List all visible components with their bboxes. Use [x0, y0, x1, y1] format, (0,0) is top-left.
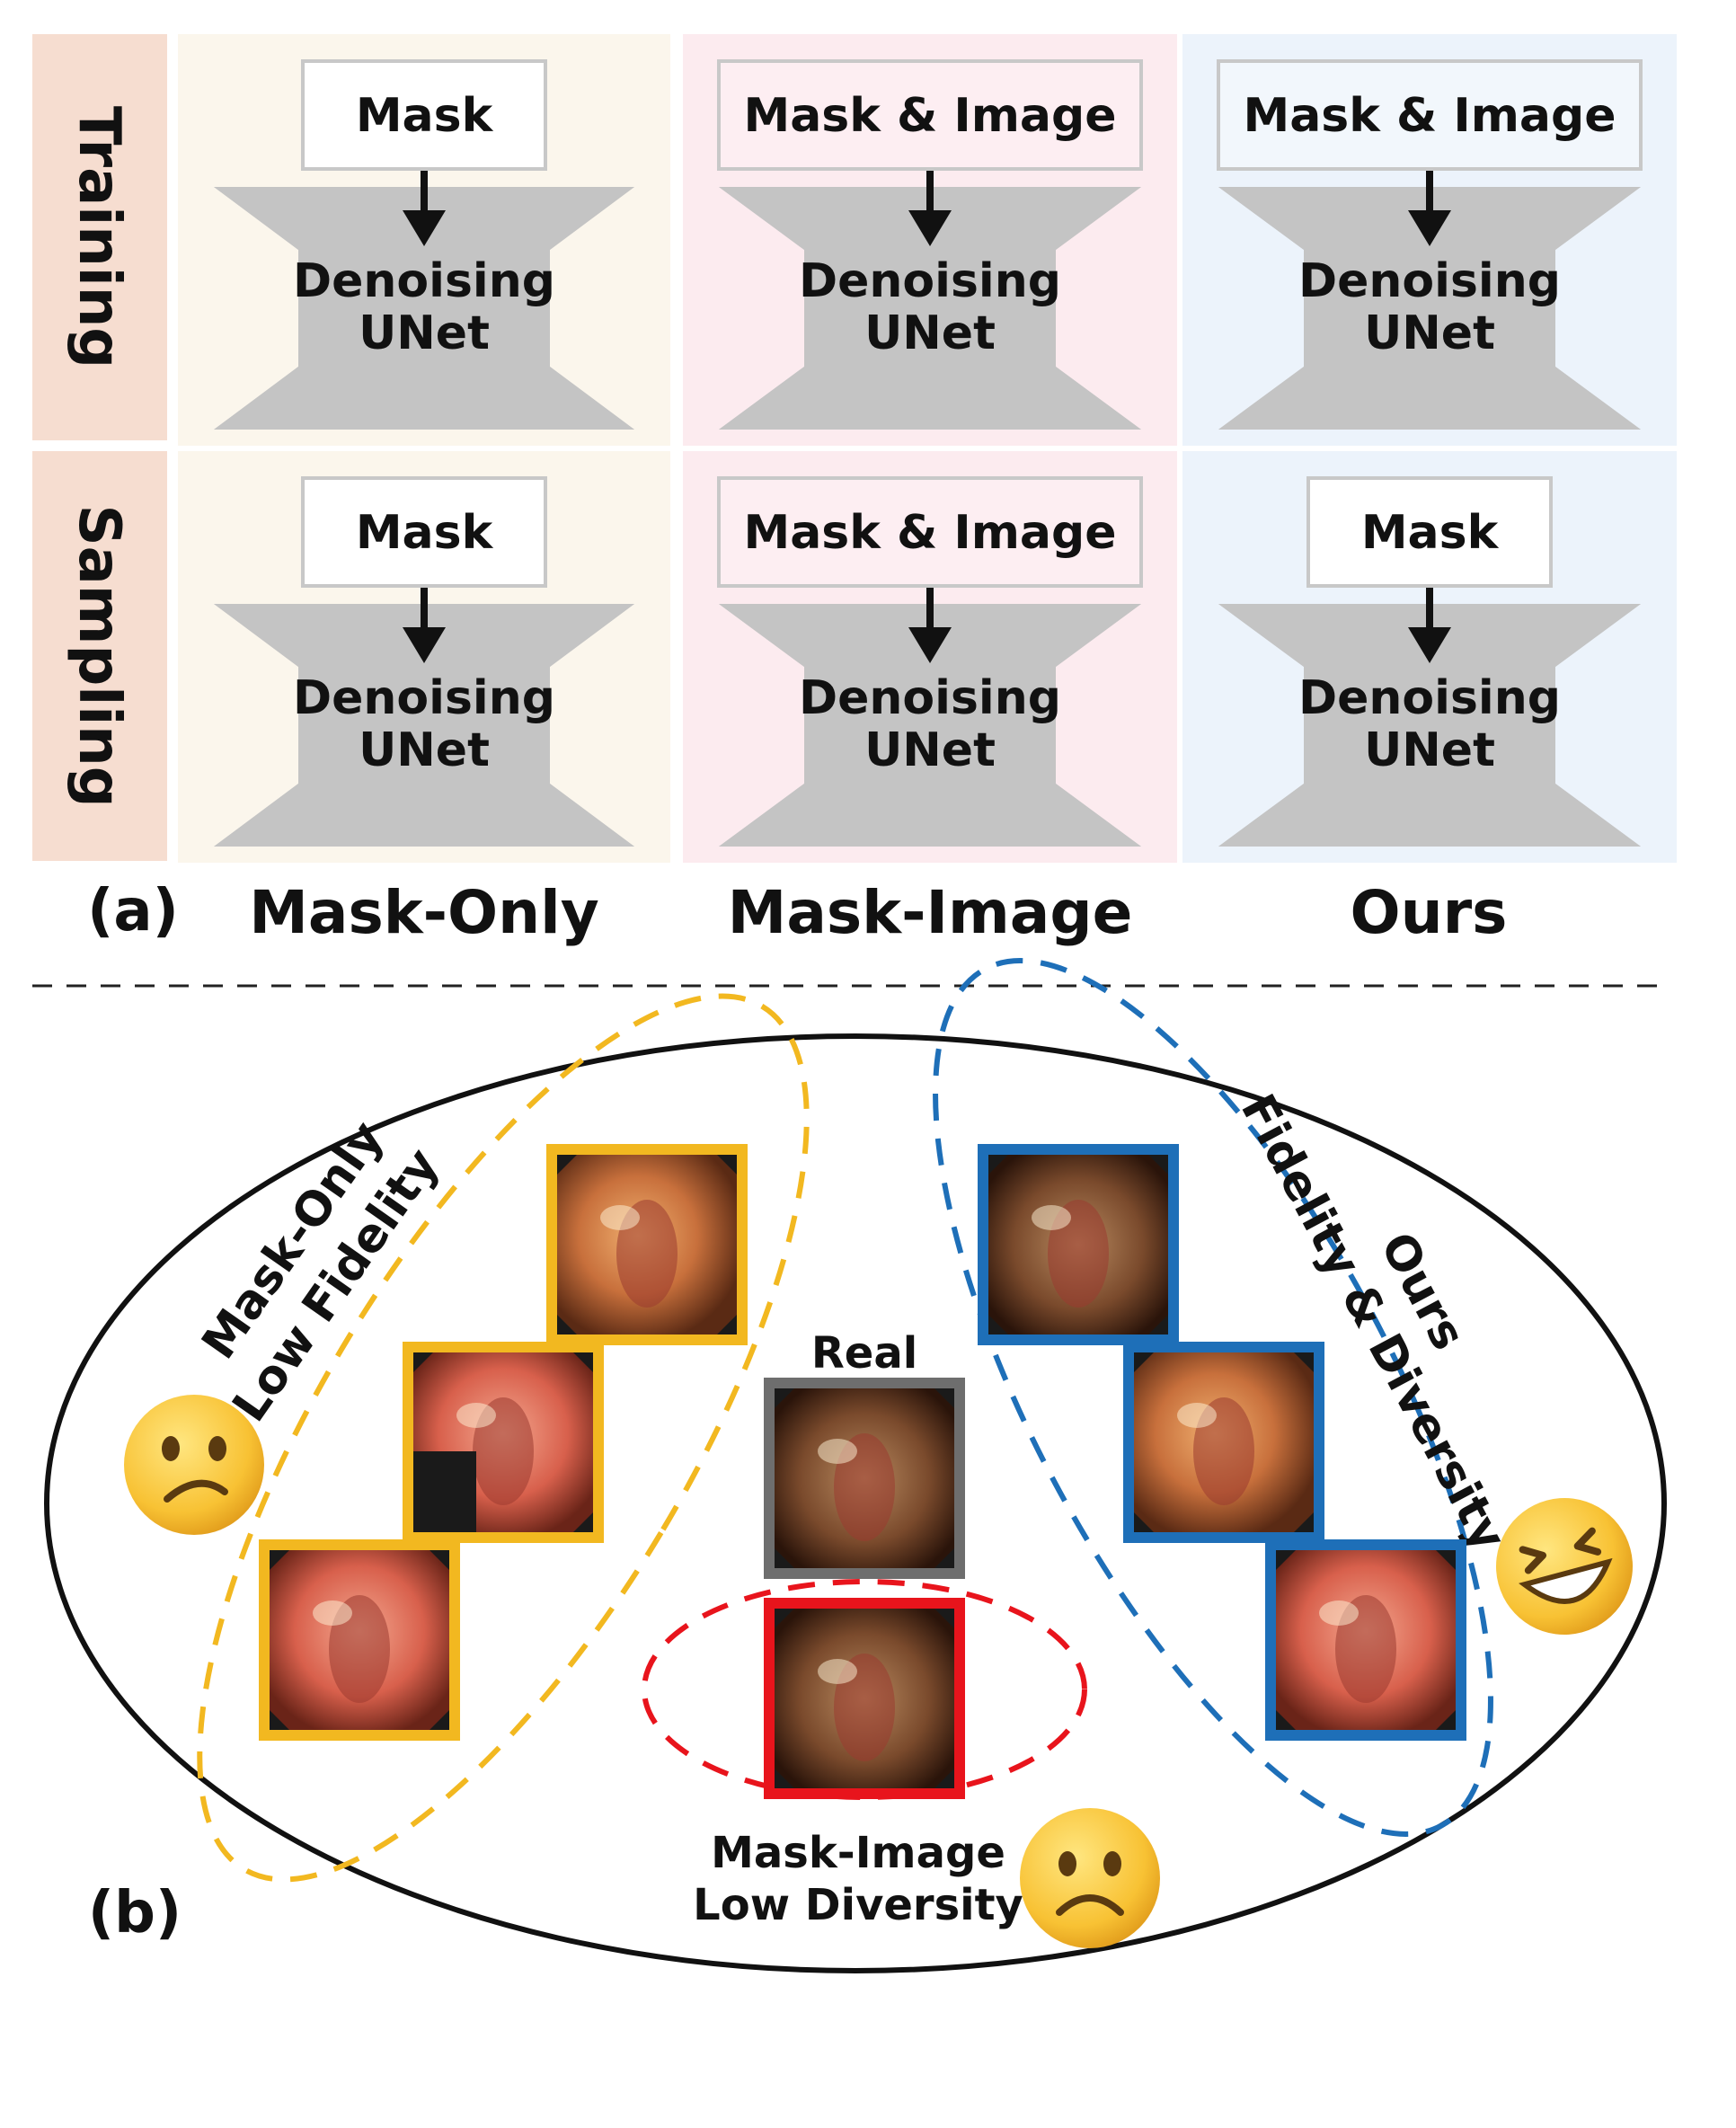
row-label-bg-training: [32, 34, 167, 440]
input-label-sampling-mask-image: Mask & Image: [743, 506, 1116, 560]
unet-label-line1: Denoising: [799, 254, 1061, 308]
mask-only-sample-3: [259, 1539, 460, 1741]
unet-label-line2: UNet: [1364, 723, 1495, 777]
column-name-mask-only: Mask-Only: [249, 878, 599, 947]
input-label-sampling-ours: Mask: [1361, 506, 1500, 560]
ours-sample-1: [978, 1144, 1179, 1345]
unet-label-line1: Denoising: [293, 671, 555, 725]
input-box-sampling-mask-only: [301, 476, 547, 588]
column-name-mask-image: Mask-Image: [728, 878, 1133, 947]
row-label-bg-sampling: [32, 451, 167, 861]
unet-body-training-ours: [1218, 187, 1641, 430]
panel-b: Mask-Only Low Fidelity Ours Fidelity & D…: [44, 958, 1667, 1973]
panel-a: Training Sampling DenoisingUNetMaskDenoi…: [32, 34, 1677, 947]
input-label-training-mask-image: Mask & Image: [743, 89, 1116, 143]
input-label-training-ours: Mask & Image: [1243, 89, 1616, 143]
real-label: Real: [811, 1328, 917, 1379]
unet-label-line1: Denoising: [1298, 254, 1561, 308]
frowning-face-icon: [1020, 1808, 1160, 1948]
unet-label-line1: Denoising: [799, 671, 1061, 725]
input-box-sampling-mask-image: [717, 476, 1143, 588]
method-cells: DenoisingUNetMaskDenoisingUNetMaskDenois…: [178, 34, 1677, 863]
input-label-training-mask-only: Mask: [356, 89, 494, 143]
mask-image-dashed-outline: [642, 1579, 1087, 1800]
row-label-training: Training: [66, 106, 132, 368]
ours-sample-2: [1123, 1342, 1324, 1543]
mask-only-sample-2: [403, 1342, 604, 1543]
panel-a-label: (a): [87, 878, 179, 944]
mask-image-sub-label: Low Diversity: [693, 1880, 1023, 1930]
unet-body-sampling-mask-image: [719, 604, 1141, 847]
grinning-squinting-face-icon: [1496, 1498, 1633, 1635]
arrow-head: [403, 210, 446, 246]
thumbnails: [259, 1144, 1466, 1799]
ours-sample-3: [1265, 1539, 1466, 1741]
row-label-sampling: Sampling: [66, 504, 132, 807]
unet-label-line1: Denoising: [293, 254, 555, 308]
unet-body-training-mask-only: [214, 187, 634, 430]
unet-label-line1: Denoising: [1298, 671, 1561, 725]
real-sample: [764, 1378, 965, 1579]
column-name-ours: Ours: [1351, 878, 1508, 947]
unet-label-line2: UNet: [359, 306, 490, 360]
unet-label-line2: UNet: [1364, 306, 1495, 360]
unet-body-sampling-mask-only: [214, 604, 634, 847]
arrow-head: [403, 627, 446, 663]
unet-label-line2: UNet: [864, 306, 996, 360]
input-box-training-mask-only: [301, 59, 547, 171]
arrow-head: [908, 627, 952, 663]
mask-only-dashed-outline: [197, 993, 810, 1883]
arrow-head: [1408, 627, 1451, 663]
ours-dashed-outline: [933, 958, 1493, 1837]
unet-body-sampling-ours: [1218, 604, 1641, 847]
arrow-head: [908, 210, 952, 246]
input-box-training-ours: [1217, 59, 1643, 171]
unet-label-line2: UNet: [359, 723, 490, 777]
input-box-sampling-ours: [1306, 476, 1553, 588]
unet-label-line2: UNet: [864, 723, 996, 777]
slightly-frowning-face-icon: [124, 1395, 264, 1535]
arrow-head: [1408, 210, 1451, 246]
mask-image-region: Mask-Image Low Diversity: [642, 1579, 1087, 1930]
outer-ellipse: [44, 1033, 1667, 1973]
mask-only-sample-1: [546, 1144, 748, 1345]
unet-body-training-mask-image: [719, 187, 1141, 430]
mask-image-label: Mask-Image: [711, 1828, 1005, 1878]
input-label-sampling-mask-only: Mask: [356, 506, 494, 560]
mask-image-sample: [764, 1598, 965, 1799]
input-box-training-mask-image: [717, 59, 1143, 171]
panel-b-label: (b): [88, 1880, 182, 1946]
